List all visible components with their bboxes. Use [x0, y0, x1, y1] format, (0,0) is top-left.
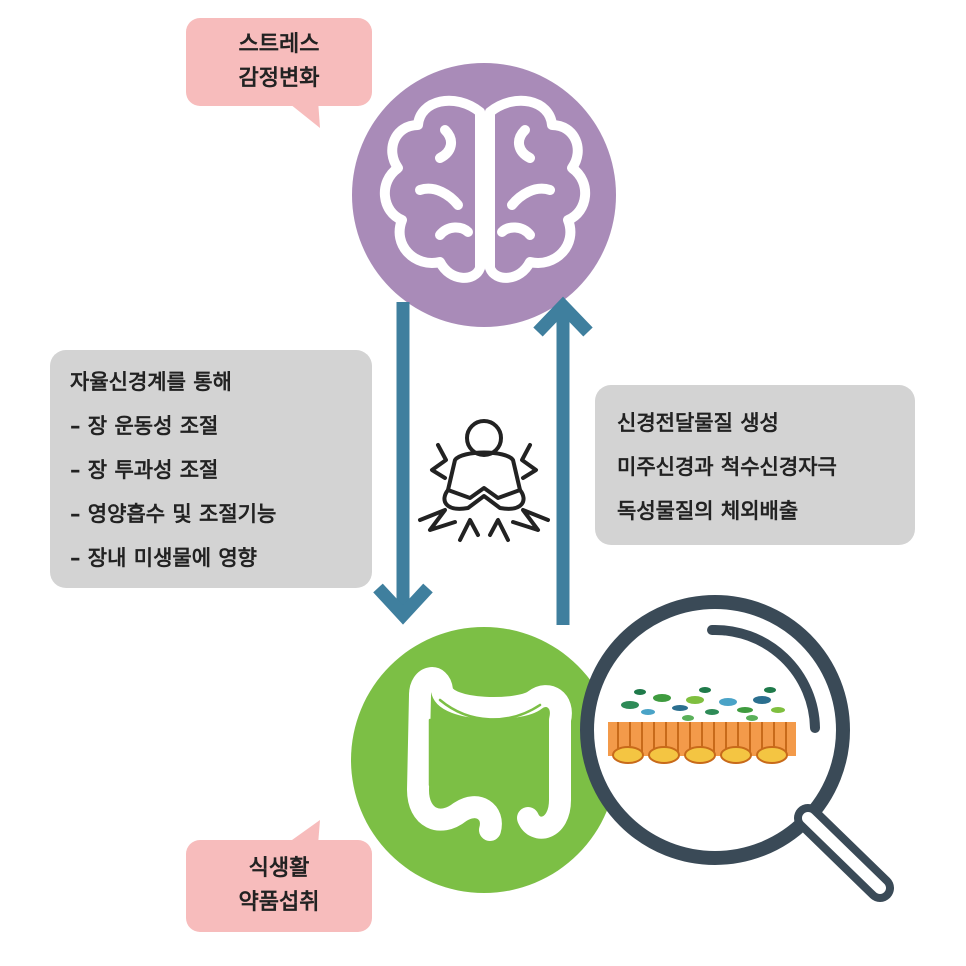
signal-line: 독성물질의 체외배출: [617, 499, 799, 523]
autonomic-effects-box: 자율신경계를 통해 – 장 운동성 조절 – 장 투과성 조절 – 영양흡수 및…: [50, 350, 372, 588]
diet-bubble: 식생활 약품섭취: [186, 840, 372, 932]
stress-bubble-line1: 스트레스: [238, 32, 320, 57]
gut-circle: [351, 627, 617, 893]
up-arrow: [533, 296, 593, 625]
stress-bubble: 스트레스 감정변화: [186, 18, 372, 106]
autonomic-line: – 장 운동성 조절: [70, 414, 219, 438]
signal-line: 신경전달물질 생성: [617, 411, 779, 435]
signal-line: 미주신경과 척수신경자극: [617, 455, 837, 479]
stress-bubble-tail: [285, 100, 320, 128]
diet-bubble-line1: 식생활: [248, 856, 310, 881]
autonomic-line: 자율신경계를 통해: [70, 370, 232, 394]
gut-signal-box: 신경전달물질 생성 미주신경과 척수신경자극 독성물질의 체외배출: [595, 385, 915, 545]
diet-bubble-tail: [285, 820, 320, 845]
intestine-icon: [407, 667, 572, 841]
down-arrow: [373, 302, 433, 625]
autonomic-line: – 영양흡수 및 조절기능: [70, 502, 277, 526]
brain-icon: [379, 95, 591, 283]
stressed-person-icon: [418, 419, 550, 542]
microbiome-illustration: [608, 687, 796, 764]
autonomic-line: – 장 투과성 조절: [70, 458, 219, 482]
stress-bubble-line2: 감정변화: [238, 66, 320, 91]
autonomic-line: – 장내 미생물에 영향: [70, 546, 257, 570]
diet-bubble-line2: 약품섭취: [238, 890, 320, 915]
